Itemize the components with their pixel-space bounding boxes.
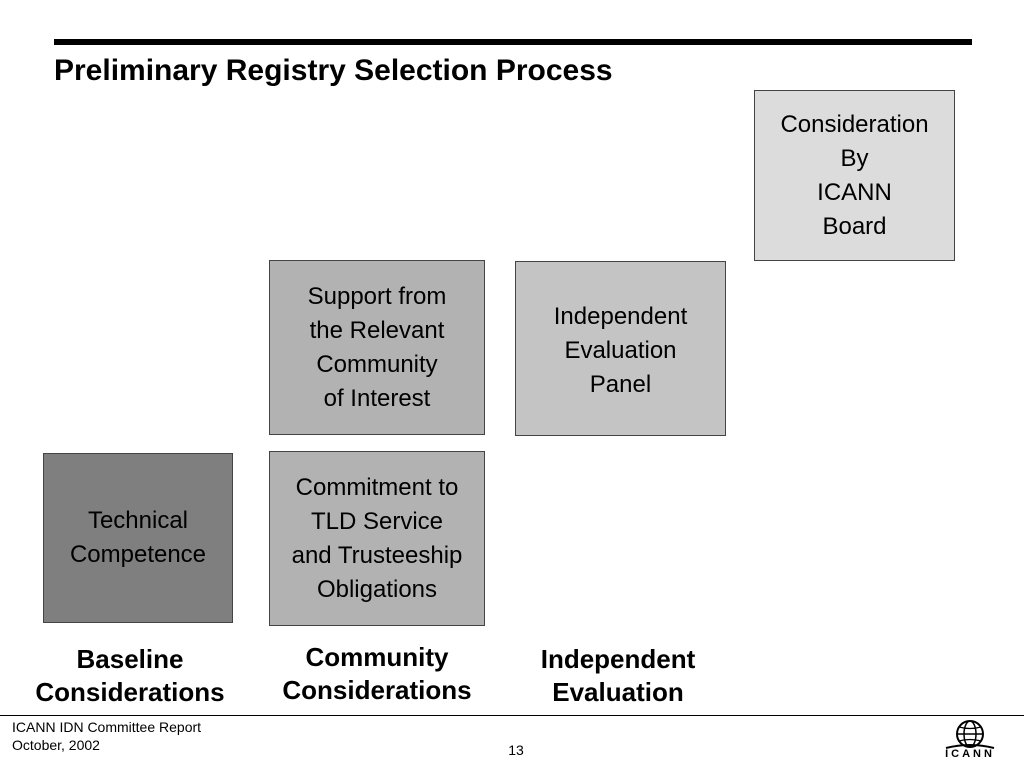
community-support-box: Support from the Relevant Community of I… [269, 260, 485, 435]
technical-competence-box: Technical Competence [43, 453, 233, 623]
bottom-rule [0, 715, 1024, 716]
commitment-box: Commitment to TLD Service and Trusteeshi… [269, 451, 485, 626]
globe-icon [945, 720, 995, 749]
category-independent: Independent Evaluation [540, 644, 696, 707]
category-baseline: Baseline Considerations [35, 644, 225, 707]
footer-report-text: ICANN IDN Committee Report October, 2002 [12, 719, 202, 753]
slide-title: Preliminary Registry Selection Process [54, 54, 613, 87]
category-community: Community Considerations [282, 642, 472, 705]
independent-panel-box: Independent Evaluation Panel [515, 261, 726, 436]
board-consideration-box: Consideration By ICANN Board [754, 90, 955, 261]
top-rule [54, 39, 972, 45]
page-number: 13 [508, 742, 524, 758]
logo-text: ICANN [945, 748, 995, 760]
